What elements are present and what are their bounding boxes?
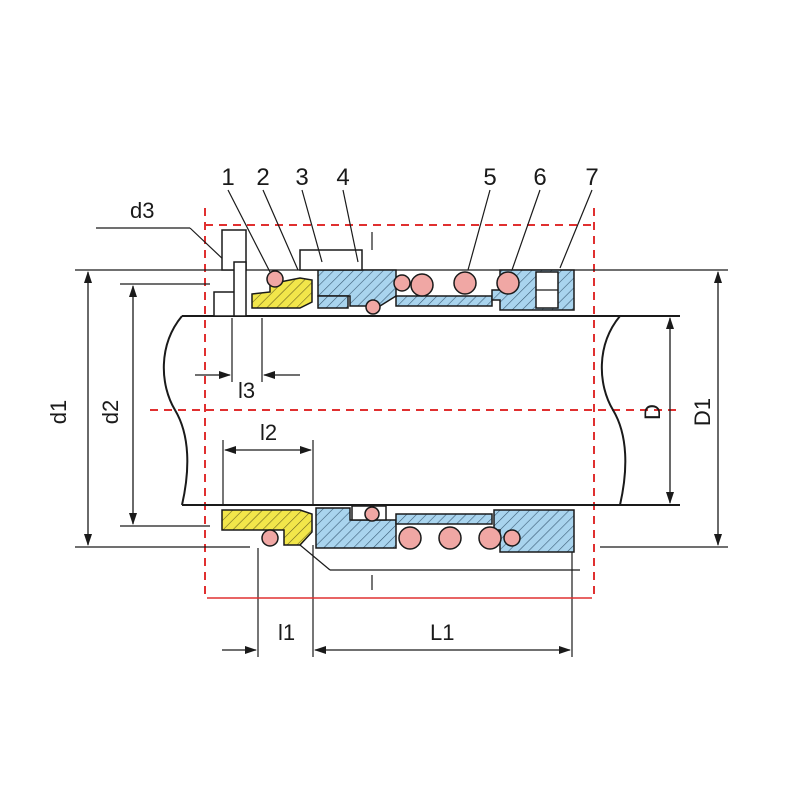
callout-2: 2: [256, 164, 269, 191]
label-d1: d1: [46, 400, 71, 424]
label-l2: l2: [260, 420, 277, 445]
label-D1: D1: [690, 398, 715, 426]
shaft: [162, 315, 680, 506]
label-l1: l1: [278, 620, 295, 645]
label-d2: d2: [98, 400, 123, 424]
top-spring-sleeve: [395, 295, 493, 307]
top-housing-step: [299, 249, 363, 271]
label-l3: l3: [238, 378, 255, 403]
label-D: D: [640, 404, 665, 420]
callout-3: 3: [295, 164, 308, 191]
top-springs: [266, 270, 520, 315]
callout-6: 6: [533, 164, 546, 191]
callout-leaders: [227, 189, 593, 273]
bottom-stationary-seat-yellow: [221, 509, 313, 546]
dimension-arrows: [84, 271, 722, 654]
callout-4: 4: [336, 164, 349, 191]
red-dashed-envelope: [150, 208, 680, 598]
reference-lines: [75, 227, 728, 657]
top-gland-frame: [213, 229, 247, 317]
callout-5: 5: [483, 164, 496, 191]
label-L1: L1: [430, 620, 454, 645]
top-seal-face: [317, 295, 349, 309]
callout-1: 1: [221, 164, 234, 191]
label-d3: d3: [130, 198, 154, 223]
bottom-springs: [261, 506, 521, 550]
top-stationary-seat-yellow: [251, 277, 313, 309]
bottom-spring-retainer-blue: [493, 509, 575, 553]
callout-7: 7: [585, 164, 598, 191]
bottom-spring-sleeve: [395, 513, 493, 525]
